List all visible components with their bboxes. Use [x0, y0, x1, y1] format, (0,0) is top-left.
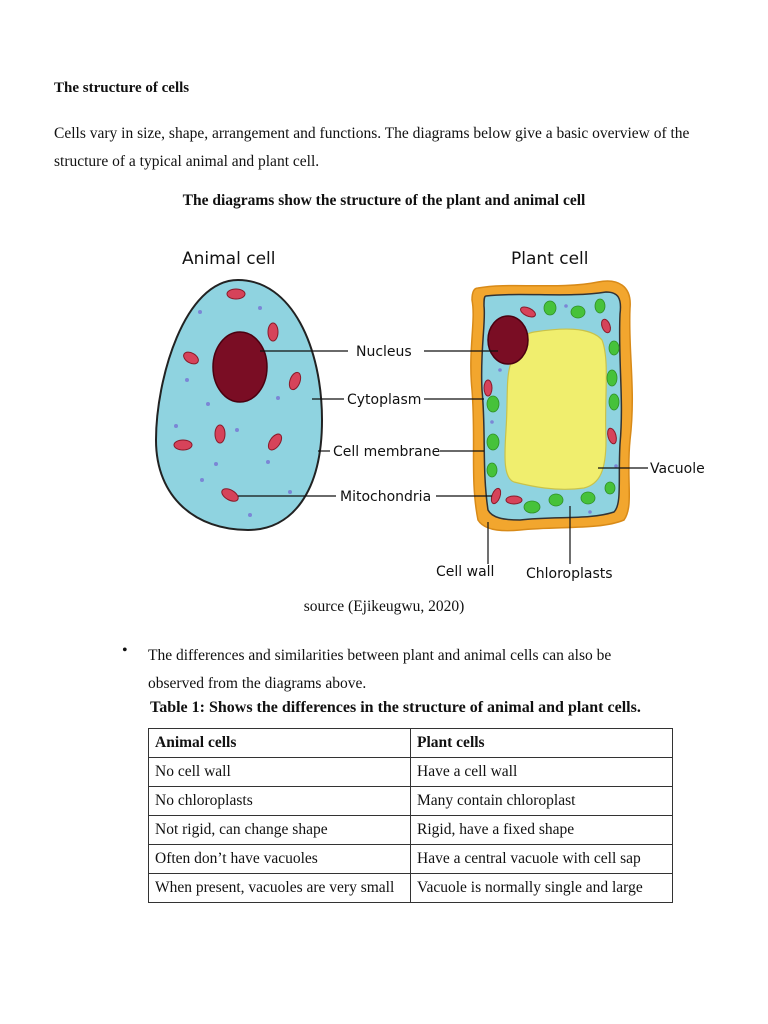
cell-animal: No chloroplasts — [149, 787, 411, 816]
cell-plant: Many contain chloroplast — [411, 787, 673, 816]
plant-cell — [471, 281, 632, 531]
bullet-text: The differences and similarities between… — [148, 642, 668, 698]
animal-cell-membrane — [156, 280, 322, 530]
label-cell-membrane: Cell membrane — [333, 444, 440, 460]
cell-plant: Vacuole is normally single and large — [411, 874, 673, 903]
image-source: source (Ejikeugwu, 2020) — [0, 598, 768, 616]
plant-cell-title: Plant cell — [511, 249, 589, 269]
animal-cell — [156, 280, 322, 530]
cell-plant: Have a cell wall — [411, 758, 673, 787]
header-plant: Plant cells — [411, 729, 673, 758]
section-heading: The structure of cells — [54, 80, 189, 97]
cell-animal: No cell wall — [149, 758, 411, 787]
intro-paragraph: Cells vary in size, shape, arrangement a… — [54, 120, 694, 176]
comparison-table: Animal cells Plant cells No cell wall Ha… — [148, 728, 673, 903]
cell-animal: When present, vacuoles are very small — [149, 874, 411, 903]
label-vacuole: Vacuole — [650, 461, 705, 477]
label-cytoplasm: Cytoplasm — [347, 392, 421, 408]
label-nucleus: Nucleus — [356, 344, 412, 360]
cell-animal: Often don’t have vacuoles — [149, 845, 411, 874]
table-row: Often don’t have vacuoles Have a central… — [149, 845, 673, 874]
label-chloroplasts: Chloroplasts — [526, 566, 613, 582]
cell-plant: Rigid, have a fixed shape — [411, 816, 673, 845]
animal-cell-title: Animal cell — [182, 249, 275, 269]
cell-animal: Not rigid, can change shape — [149, 816, 411, 845]
table-row: No cell wall Have a cell wall — [149, 758, 673, 787]
cell-plant: Have a central vacuole with cell sap — [411, 845, 673, 874]
plant-nucleus — [488, 316, 528, 364]
animal-nucleus — [213, 332, 267, 402]
table-header-row: Animal cells Plant cells — [149, 729, 673, 758]
bullet-dot: • — [122, 642, 128, 660]
diagram-caption: The diagrams show the structure of the p… — [0, 192, 768, 210]
cell-diagram: Animal cell Plant cell — [0, 230, 768, 590]
table-row: No chloroplasts Many contain chloroplast — [149, 787, 673, 816]
header-animal: Animal cells — [149, 729, 411, 758]
label-cell-wall: Cell wall — [436, 564, 494, 580]
label-mitochondria: Mitochondria — [340, 489, 431, 505]
table-row: When present, vacuoles are very small Va… — [149, 874, 673, 903]
table-row: Not rigid, can change shape Rigid, have … — [149, 816, 673, 845]
table-title: Table 1: Shows the differences in the st… — [150, 699, 641, 717]
